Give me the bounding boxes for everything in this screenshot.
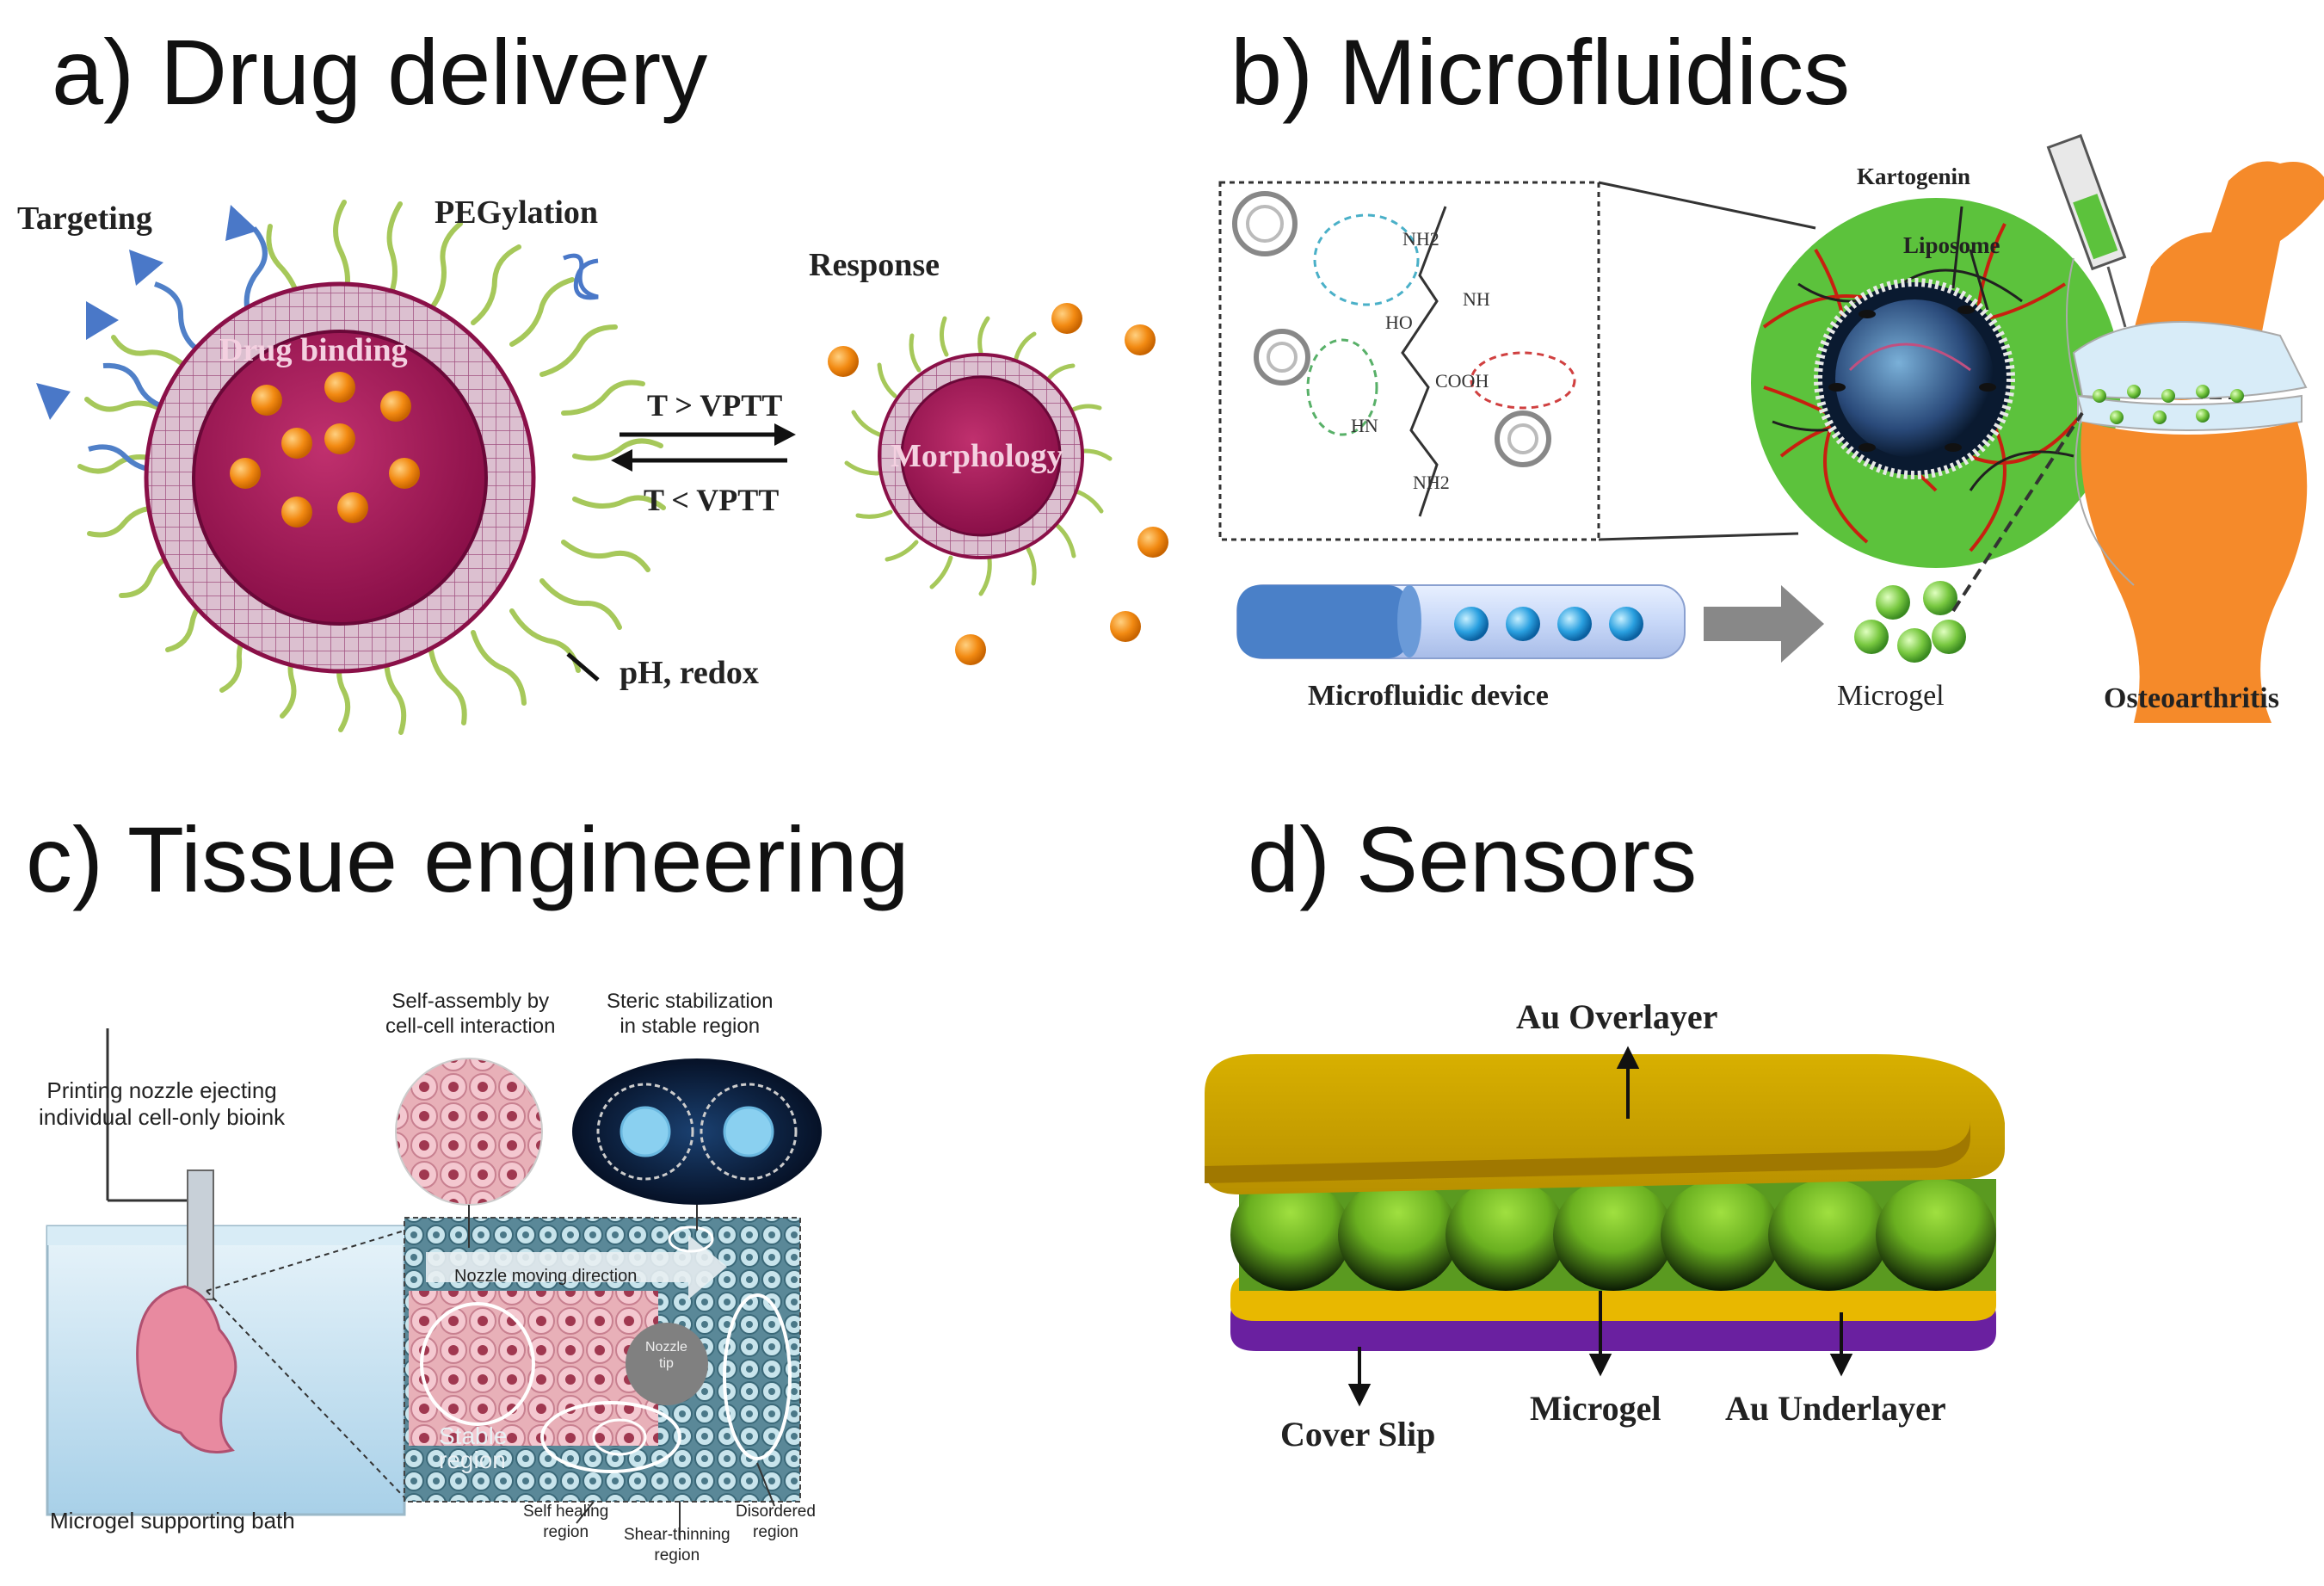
label-microgel-b: Microgel — [1837, 680, 1945, 712]
label-pegylation: PEGylation — [435, 194, 599, 231]
label-response: Response — [809, 247, 940, 283]
peg-chains-small — [844, 316, 1113, 596]
chem-label-nh: NH — [1463, 288, 1490, 310]
label-au-underlayer: Au Underlayer — [1725, 1389, 1946, 1428]
label-ph-redox: pH, redox — [620, 655, 759, 691]
self-assembly-circle — [395, 1058, 543, 1206]
label-printing-nozzle: Printing nozzle ejecting individual cell… — [39, 1077, 286, 1131]
label-osteoarthritis: Osteoarthritis — [2104, 682, 2279, 714]
label-au-overlayer: Au Overlayer — [1516, 997, 1718, 1036]
drug-delivery-diagram — [36, 200, 1168, 735]
knee-joint — [2066, 161, 2324, 723]
peg-chains-large — [77, 200, 666, 735]
label-steric-stabilization: Steric stabilization in stable region — [607, 990, 774, 1038]
label-microfluidic-device: Microfluidic device — [1308, 680, 1549, 712]
chem-label-nh2-b: NH2 — [1413, 472, 1450, 493]
nozzle-direction-arrow — [426, 1235, 727, 1299]
panel-b-title: b) Microfluidics — [1230, 20, 1851, 124]
pegylation-glyph — [563, 253, 599, 300]
label-cover-slip: Cover Slip — [1280, 1415, 1436, 1453]
label-t-above-vptt: T > VPTT — [647, 388, 783, 423]
chem-label-ho: HO — [1385, 312, 1413, 333]
printing-nozzle — [187, 1169, 214, 1300]
label-kartogenin: Kartogenin — [1857, 164, 1970, 189]
label-nozzle-tip: Nozzle tip — [645, 1340, 687, 1372]
microgel-cluster — [1854, 581, 1966, 663]
chem-label-hn: HN — [1351, 415, 1378, 436]
process-arrow — [1704, 585, 1824, 663]
steric-stabilization-ellipse — [572, 1058, 822, 1205]
label-targeting: Targeting — [17, 201, 152, 237]
label-self-assembly: Self-assembly by cell-cell interaction — [385, 990, 556, 1038]
tissue-engineering-diagram — [46, 1028, 822, 1540]
label-morphology: Morphology — [891, 438, 1063, 474]
printed-ear — [136, 1285, 237, 1453]
panel-d-title: d) Sensors — [1248, 807, 1698, 911]
drug-molecules — [230, 372, 420, 528]
ph-redox-marker — [566, 652, 600, 682]
chem-label-cooh: COOH — [1435, 370, 1489, 392]
label-disordered: Disordered region — [736, 1503, 816, 1541]
chem-label-nh2-a: NH2 — [1402, 228, 1439, 250]
panel-a-title: a) Drug delivery — [52, 20, 708, 124]
label-supporting-bath: Microgel supporting bath — [50, 1508, 295, 1534]
label-shear-thinning: Shear-thinning region — [624, 1526, 730, 1564]
label-liposome: Liposome — [1903, 232, 2000, 258]
syringe — [2046, 133, 2127, 328]
nozzle-tip — [626, 1323, 708, 1405]
microgel-layer — [1230, 1179, 1996, 1291]
microfluidics-diagram: NH2 HO NH COOH HN NH2 — [1218, 133, 2324, 723]
panel-c-title: c) Tissue engineering — [26, 807, 909, 911]
released-drugs — [828, 303, 1168, 665]
label-t-below-vptt: T < VPTT — [644, 483, 780, 517]
label-self-healing: Self healing region — [523, 1503, 609, 1541]
equilibrium-arrows — [620, 432, 787, 463]
sensor-diagram — [1205, 1046, 2005, 1407]
label-nozzle-direction: Nozzle moving direction — [454, 1267, 638, 1286]
liposome — [1835, 299, 1994, 458]
label-drug-binding: Drug binding — [219, 332, 408, 368]
label-microgel-d: Microgel — [1530, 1389, 1661, 1428]
label-stable-region: Stable region — [439, 1422, 508, 1473]
